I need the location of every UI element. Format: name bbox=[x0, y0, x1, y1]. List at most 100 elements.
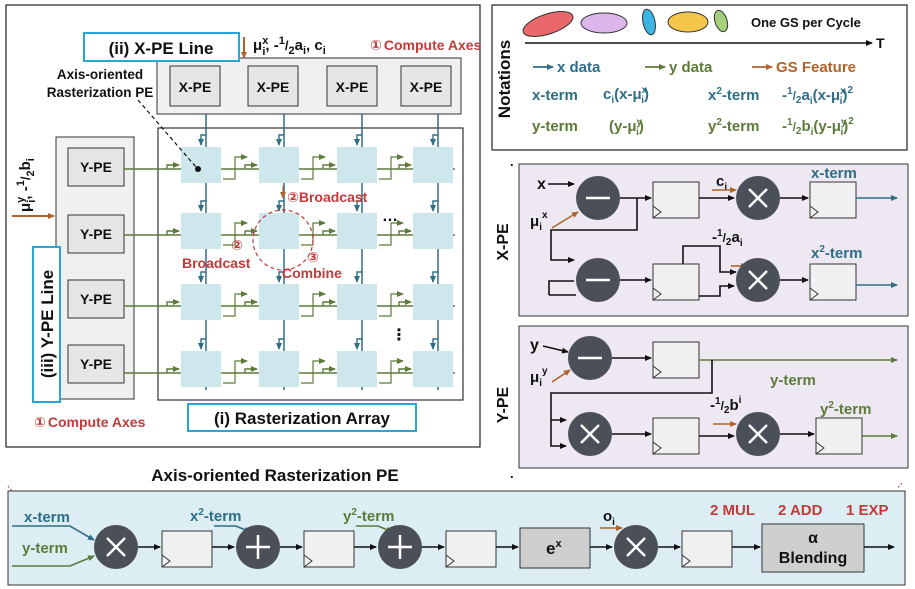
gs-yellow bbox=[667, 11, 709, 33]
raster-pe-r1c2 bbox=[259, 147, 299, 183]
xpe-cell-label-3: X-PE bbox=[336, 79, 369, 95]
raster-pe-r2c1 bbox=[181, 213, 221, 249]
xpe-out-x-term: x-term bbox=[811, 165, 857, 182]
combine-num: ③ bbox=[307, 249, 319, 265]
stat-add: 2 ADD bbox=[778, 502, 823, 519]
raster-pe-r4c4 bbox=[413, 351, 453, 387]
y-term-label: y-term bbox=[532, 118, 578, 135]
xpe-a-label: -1/2ai bbox=[712, 228, 743, 249]
raster-pe-r4c1 bbox=[181, 351, 221, 387]
xpe-cell-label-1: X-PE bbox=[179, 79, 212, 95]
bottom-title: Axis-oriented Rasterization PE bbox=[151, 466, 399, 485]
bottom-blending: Blending bbox=[779, 550, 847, 567]
neighbor-link bbox=[379, 220, 404, 246]
neighbor-link bbox=[379, 291, 404, 317]
xpe-cell-3 bbox=[326, 65, 378, 107]
row-tap bbox=[322, 162, 336, 169]
gs-green bbox=[713, 9, 729, 33]
row-tap bbox=[322, 366, 336, 373]
xpe-cell-1 bbox=[169, 65, 221, 107]
neighbor-link bbox=[301, 291, 326, 317]
broadcast-left: Broadcast bbox=[182, 255, 251, 271]
ype-in-mu: μiy bbox=[530, 366, 548, 389]
bottom-o-label: oi bbox=[603, 508, 615, 528]
neighbor-link bbox=[379, 154, 404, 180]
side-input-label: μyi, -1/2bi bbox=[15, 158, 38, 212]
xpe-c-label: ci bbox=[716, 173, 727, 193]
raster-pe-r2c2 bbox=[259, 213, 299, 249]
bottom-alpha-box bbox=[761, 523, 865, 573]
combine-label: Combine bbox=[282, 265, 342, 281]
bottom-exp-label: ex bbox=[546, 538, 562, 558]
column-tap bbox=[354, 134, 362, 146]
svg-text:.: . bbox=[510, 154, 514, 169]
stat-mul: 2 MUL bbox=[710, 502, 755, 519]
bottom-alpha: α bbox=[808, 530, 818, 547]
svg-text:.: . bbox=[510, 466, 514, 481]
column-tap bbox=[276, 271, 284, 283]
pe-callout-dot bbox=[195, 166, 201, 172]
neighbor-link bbox=[223, 291, 248, 317]
ype-cell-label-2: Y-PE bbox=[80, 226, 112, 242]
row-tap bbox=[166, 162, 180, 169]
xpe-cell-2 bbox=[247, 65, 299, 107]
column-tap bbox=[354, 271, 362, 283]
row-tap bbox=[166, 366, 180, 373]
stat-exp: 1 EXP bbox=[846, 502, 889, 519]
bottom-in-y-term: y-term bbox=[22, 540, 68, 557]
ype-b-label: -1/2bi bbox=[710, 395, 742, 416]
column-tap bbox=[430, 134, 438, 146]
xpe-cell-4 bbox=[400, 65, 452, 107]
neighbor-link bbox=[223, 154, 248, 180]
column-tap bbox=[276, 134, 284, 146]
ype-out-y-term: y-term bbox=[770, 372, 816, 389]
raster-pe-r1c1 bbox=[181, 147, 221, 183]
raster-pe-r2c4 bbox=[413, 213, 453, 249]
xpe-side-label: X-PE bbox=[495, 223, 512, 261]
column-tap bbox=[198, 200, 206, 212]
column-tap bbox=[198, 134, 206, 146]
neighbor-link bbox=[223, 220, 248, 246]
x-data-label: x data bbox=[557, 59, 601, 76]
neighbor-link bbox=[223, 358, 248, 384]
y2-term-label: y2-term bbox=[708, 117, 759, 135]
array-label: (i) Rasterization Array bbox=[214, 409, 391, 428]
raster-pe-r4c2 bbox=[259, 351, 299, 387]
y-data-label: y data bbox=[669, 59, 713, 76]
pe-callout-line-2: Rasterization PE bbox=[47, 85, 154, 100]
ype-out-y2-term: y2-term bbox=[820, 400, 871, 418]
bottom-y2-label: y2-term bbox=[343, 507, 394, 525]
row-tap bbox=[322, 299, 336, 306]
raster-pe-r4c3 bbox=[337, 351, 377, 387]
row-tap bbox=[244, 228, 258, 235]
row-tap bbox=[166, 228, 180, 235]
broadcast-region bbox=[252, 209, 314, 271]
raster-pe-r3c3 bbox=[337, 284, 377, 320]
ype-detail-panel: Y-PE . y μiy y-term -1/2bi bbox=[495, 325, 909, 481]
raster-pe-r3c2 bbox=[259, 284, 299, 320]
raster-pe-r2c3 bbox=[337, 213, 377, 249]
bottom-exp-box bbox=[519, 527, 591, 569]
bottom-x2-label: x2-term bbox=[190, 507, 241, 525]
column-tap bbox=[198, 338, 206, 350]
x2-term-label: x2-term bbox=[708, 86, 759, 104]
broadcast-top: ②Broadcast bbox=[287, 189, 368, 205]
xpe-line-label-frame: (ii) X-PE Line bbox=[83, 32, 240, 62]
ype-side-label: Y-PE bbox=[495, 386, 512, 423]
ype-in-y: y bbox=[530, 337, 539, 354]
x-term-label: x-term bbox=[532, 87, 578, 104]
row-tap bbox=[244, 162, 258, 169]
column-tap bbox=[276, 338, 284, 350]
xpe-in-mu: μix bbox=[530, 210, 548, 233]
bottom-pe-panel: Axis-oriented Rasterization PE x-term y-… bbox=[7, 466, 906, 586]
column-tap bbox=[430, 200, 438, 212]
ype-cell-1 bbox=[67, 147, 125, 187]
